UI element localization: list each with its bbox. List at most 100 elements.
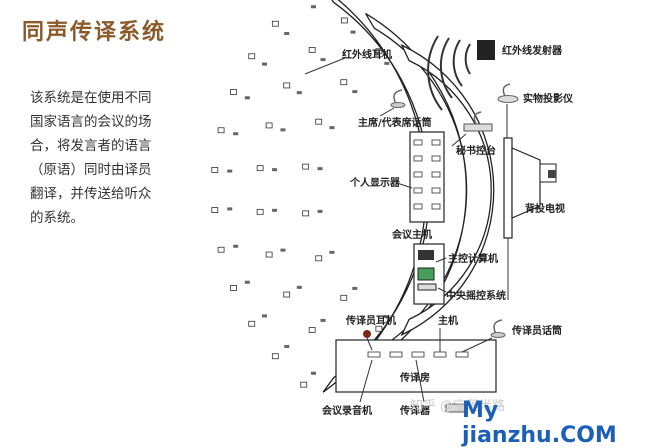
headphone-icon	[284, 31, 290, 35]
personal-display-icon	[431, 171, 441, 178]
seat-icon	[230, 285, 237, 291]
seat-icon	[302, 163, 310, 170]
system-diagram: 红外线发射器 实物投影仪 红外线耳机 主席/代表席话筒 秘书控台 个人显示器	[211, 0, 574, 417]
ir-wave-2	[452, 39, 463, 87]
headphone-icon	[329, 126, 335, 130]
central-control-label: 中央摇控系统	[446, 289, 506, 302]
seat-icon	[248, 53, 256, 60]
main-computer-label: 主控计算机	[448, 252, 498, 265]
seat-icon	[302, 210, 310, 217]
description-line: 国家语言的会议的场	[30, 114, 152, 130]
watermark-zhihu: 知乎 @宝莲半路	[410, 399, 506, 414]
seat-icon	[217, 246, 225, 253]
conference-host-label: 会议主机	[392, 228, 432, 241]
description-line: （原语）同时由译员	[30, 162, 152, 178]
seat-icon	[211, 167, 219, 173]
seat-icon	[300, 381, 308, 388]
seat-icon	[256, 165, 264, 172]
ir-wave-1	[464, 43, 471, 75]
headphone-icon	[280, 128, 286, 132]
personal-display-icon	[413, 187, 423, 194]
rear-tv-label: 背投电视	[525, 202, 565, 215]
interpreter-unit-icon	[367, 351, 381, 358]
seat-icon	[340, 79, 348, 86]
personal-display-icon	[413, 203, 423, 210]
headphone-icon	[272, 168, 278, 172]
ir-headphone-label: 红外线耳机	[342, 48, 392, 61]
microphone-icon	[393, 89, 403, 105]
headphone-icon	[384, 315, 390, 319]
seating-row	[322, 0, 430, 393]
headphone-icon	[317, 209, 323, 213]
seat-icon	[340, 294, 348, 301]
interpreter-headphone-label: 传译员耳机	[345, 314, 396, 327]
description-line: 该系统是在使用不同	[30, 90, 152, 106]
seat-icon	[211, 207, 219, 213]
interpreter-unit-icon	[455, 351, 469, 358]
seat-icon	[283, 291, 291, 298]
headphone-icon	[310, 371, 316, 375]
description-line: 合，将发言者的语言	[30, 138, 152, 154]
personal-display-icon	[431, 187, 441, 194]
personal-display-icon	[431, 203, 441, 210]
recorder-label: 会议录音机	[322, 404, 372, 417]
seat-icon	[340, 17, 348, 24]
seat-icon	[375, 48, 383, 55]
microphone-icon	[493, 319, 503, 335]
headphone-icon	[272, 208, 278, 212]
headphone-icon	[280, 248, 286, 252]
projector-label: 实物投影仪	[523, 92, 574, 105]
seat-icon	[271, 20, 279, 27]
ir-wave-4	[427, 35, 443, 111]
conference-host-unit: 主控计算机 中央摇控系统	[413, 243, 506, 305]
microphone-icon	[473, 111, 482, 125]
ir-transmitter-icon	[477, 40, 495, 60]
seat-icon	[375, 325, 383, 332]
seat-icon	[248, 320, 256, 327]
headphone-icon	[310, 5, 316, 9]
page-title: 同声传译系统	[22, 20, 167, 45]
headphone-icon	[329, 250, 335, 254]
headphone-icon	[317, 167, 323, 171]
headphone-icon	[244, 280, 250, 284]
personal-display-icon	[431, 155, 441, 162]
host-label: 主机	[438, 314, 458, 327]
interpreter-booth: 传译员耳机 主机 传译员话筒 传译房 会议录音机 传译器	[322, 314, 562, 417]
seat-icon	[230, 89, 237, 95]
headphone-icon	[350, 30, 356, 34]
ir-transmitter-group: 红外线发射器	[427, 35, 563, 111]
headphone-icon	[352, 90, 358, 94]
interpreter-unit-icon	[411, 351, 425, 358]
secretary-label: 秘书控台	[456, 144, 496, 157]
secretary-group: 秘书控台	[451, 111, 496, 157]
interpreter-device-label: 传译器	[399, 404, 431, 417]
headphone-icon	[262, 314, 268, 318]
headphone-icon	[244, 96, 250, 100]
seat-icon	[271, 353, 279, 360]
interpreter-unit-icon	[433, 351, 447, 358]
interpreter-mic-label: 传译员话筒	[511, 324, 562, 337]
description-text: 该系统是在使用不同 国家语言的会议的场 合，将发言者的语言 （原语）同时由译员 …	[30, 86, 180, 230]
description-line: 的系统。	[30, 210, 84, 226]
ir-transmitter-label: 红外线发射器	[502, 44, 563, 57]
description-line: 翻译，并传送给听众	[30, 186, 152, 202]
headphone-icon	[296, 91, 302, 95]
headphone-icon	[352, 286, 358, 290]
personal-display-icon	[413, 139, 423, 146]
watermark-site: My jianzhu.COM	[462, 398, 617, 448]
headphone-icon	[284, 345, 290, 349]
headphone-icon	[384, 61, 390, 65]
rear-tv-group: 背投电视	[503, 137, 565, 239]
seat-icon	[315, 118, 323, 125]
seat-icon	[315, 255, 323, 262]
seat-icon	[265, 122, 273, 129]
seat-icon	[308, 47, 316, 53]
interpreter-unit-icon	[389, 351, 403, 358]
seat-icon	[217, 127, 225, 134]
headphone-icon	[227, 169, 233, 173]
projector-icon	[502, 83, 511, 97]
seat-icon	[283, 82, 291, 89]
headphone-icon	[320, 318, 326, 322]
seat-icon	[265, 251, 273, 258]
headphone-icon	[320, 58, 326, 62]
